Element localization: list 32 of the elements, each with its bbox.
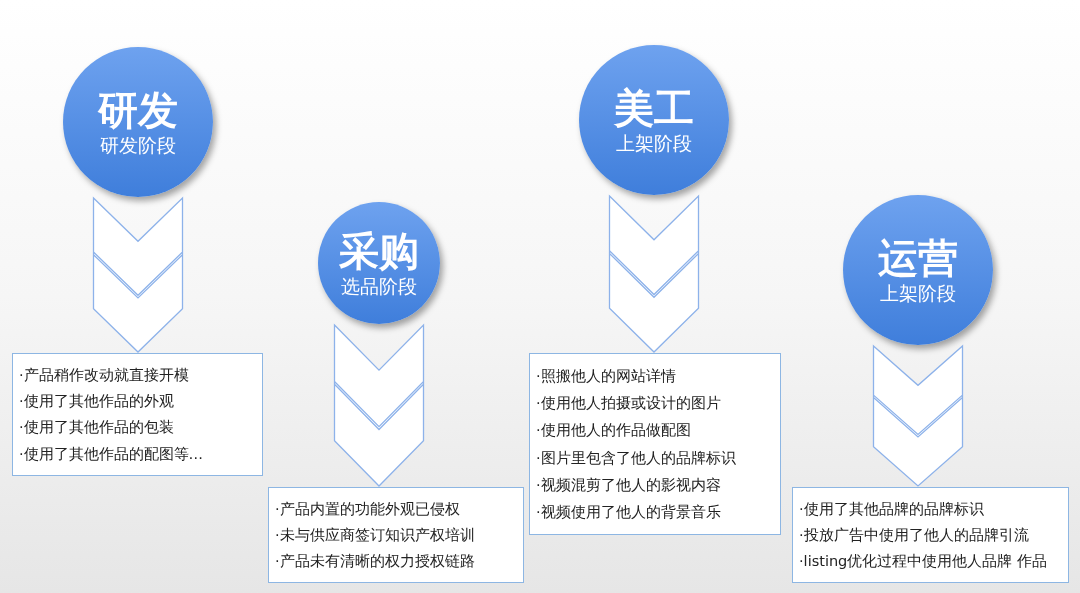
stage-subtitle: 上架阶段 xyxy=(880,280,956,306)
list-item: ·投放广告中使用了他人的品牌引流 xyxy=(799,525,1030,545)
list-item: ·视频使用了他人的背景音乐 xyxy=(536,503,722,523)
stage-title: 美工 xyxy=(614,84,694,131)
chevron-arrow xyxy=(608,194,700,353)
chevron-arrow xyxy=(92,196,184,353)
list-item: ·产品内置的功能外观已侵权 xyxy=(275,499,461,519)
list-item: ·使用了其他作品的外观 xyxy=(19,392,175,412)
stage-title: 运营 xyxy=(878,234,958,281)
chevron-arrow xyxy=(333,323,425,487)
chevron-arrow xyxy=(872,344,964,487)
text-box xyxy=(529,353,781,535)
list-item: ·图片里包含了他人的品牌标识 xyxy=(536,448,737,468)
list-item: ·产品未有清晰的权力授权链路 xyxy=(275,551,476,571)
list-item: ·使用了其他作品的包装 xyxy=(19,418,175,438)
stage-subtitle: 选品阶段 xyxy=(341,273,417,299)
list-item: ·使用了其他品牌的品牌标识 xyxy=(799,499,985,519)
list-item: ·使用了其他作品的配图等… xyxy=(19,444,205,464)
list-item: ·照搬他人的网站详情 xyxy=(536,366,677,386)
list-item: ·产品稍作改动就直接开模 xyxy=(19,365,190,385)
stage-subtitle: 研发阶段 xyxy=(100,132,176,158)
list-item: ·视频混剪了他人的影视内容 xyxy=(536,475,722,495)
text-box xyxy=(792,487,1069,583)
stage-title: 采购 xyxy=(339,227,419,274)
list-item: ·使用他人的作品做配图 xyxy=(536,421,692,441)
list-item: ·listing优化过程中使用他人品牌 作品 xyxy=(799,551,1048,571)
text-box xyxy=(12,353,263,476)
list-item: ·使用他人拍摄或设计的图片 xyxy=(536,393,722,413)
stage-subtitle: 上架阶段 xyxy=(616,130,692,156)
text-box xyxy=(268,487,524,583)
list-item: ·未与供应商签订知识产权培训 xyxy=(275,525,476,545)
stage-title: 研发 xyxy=(98,86,178,133)
